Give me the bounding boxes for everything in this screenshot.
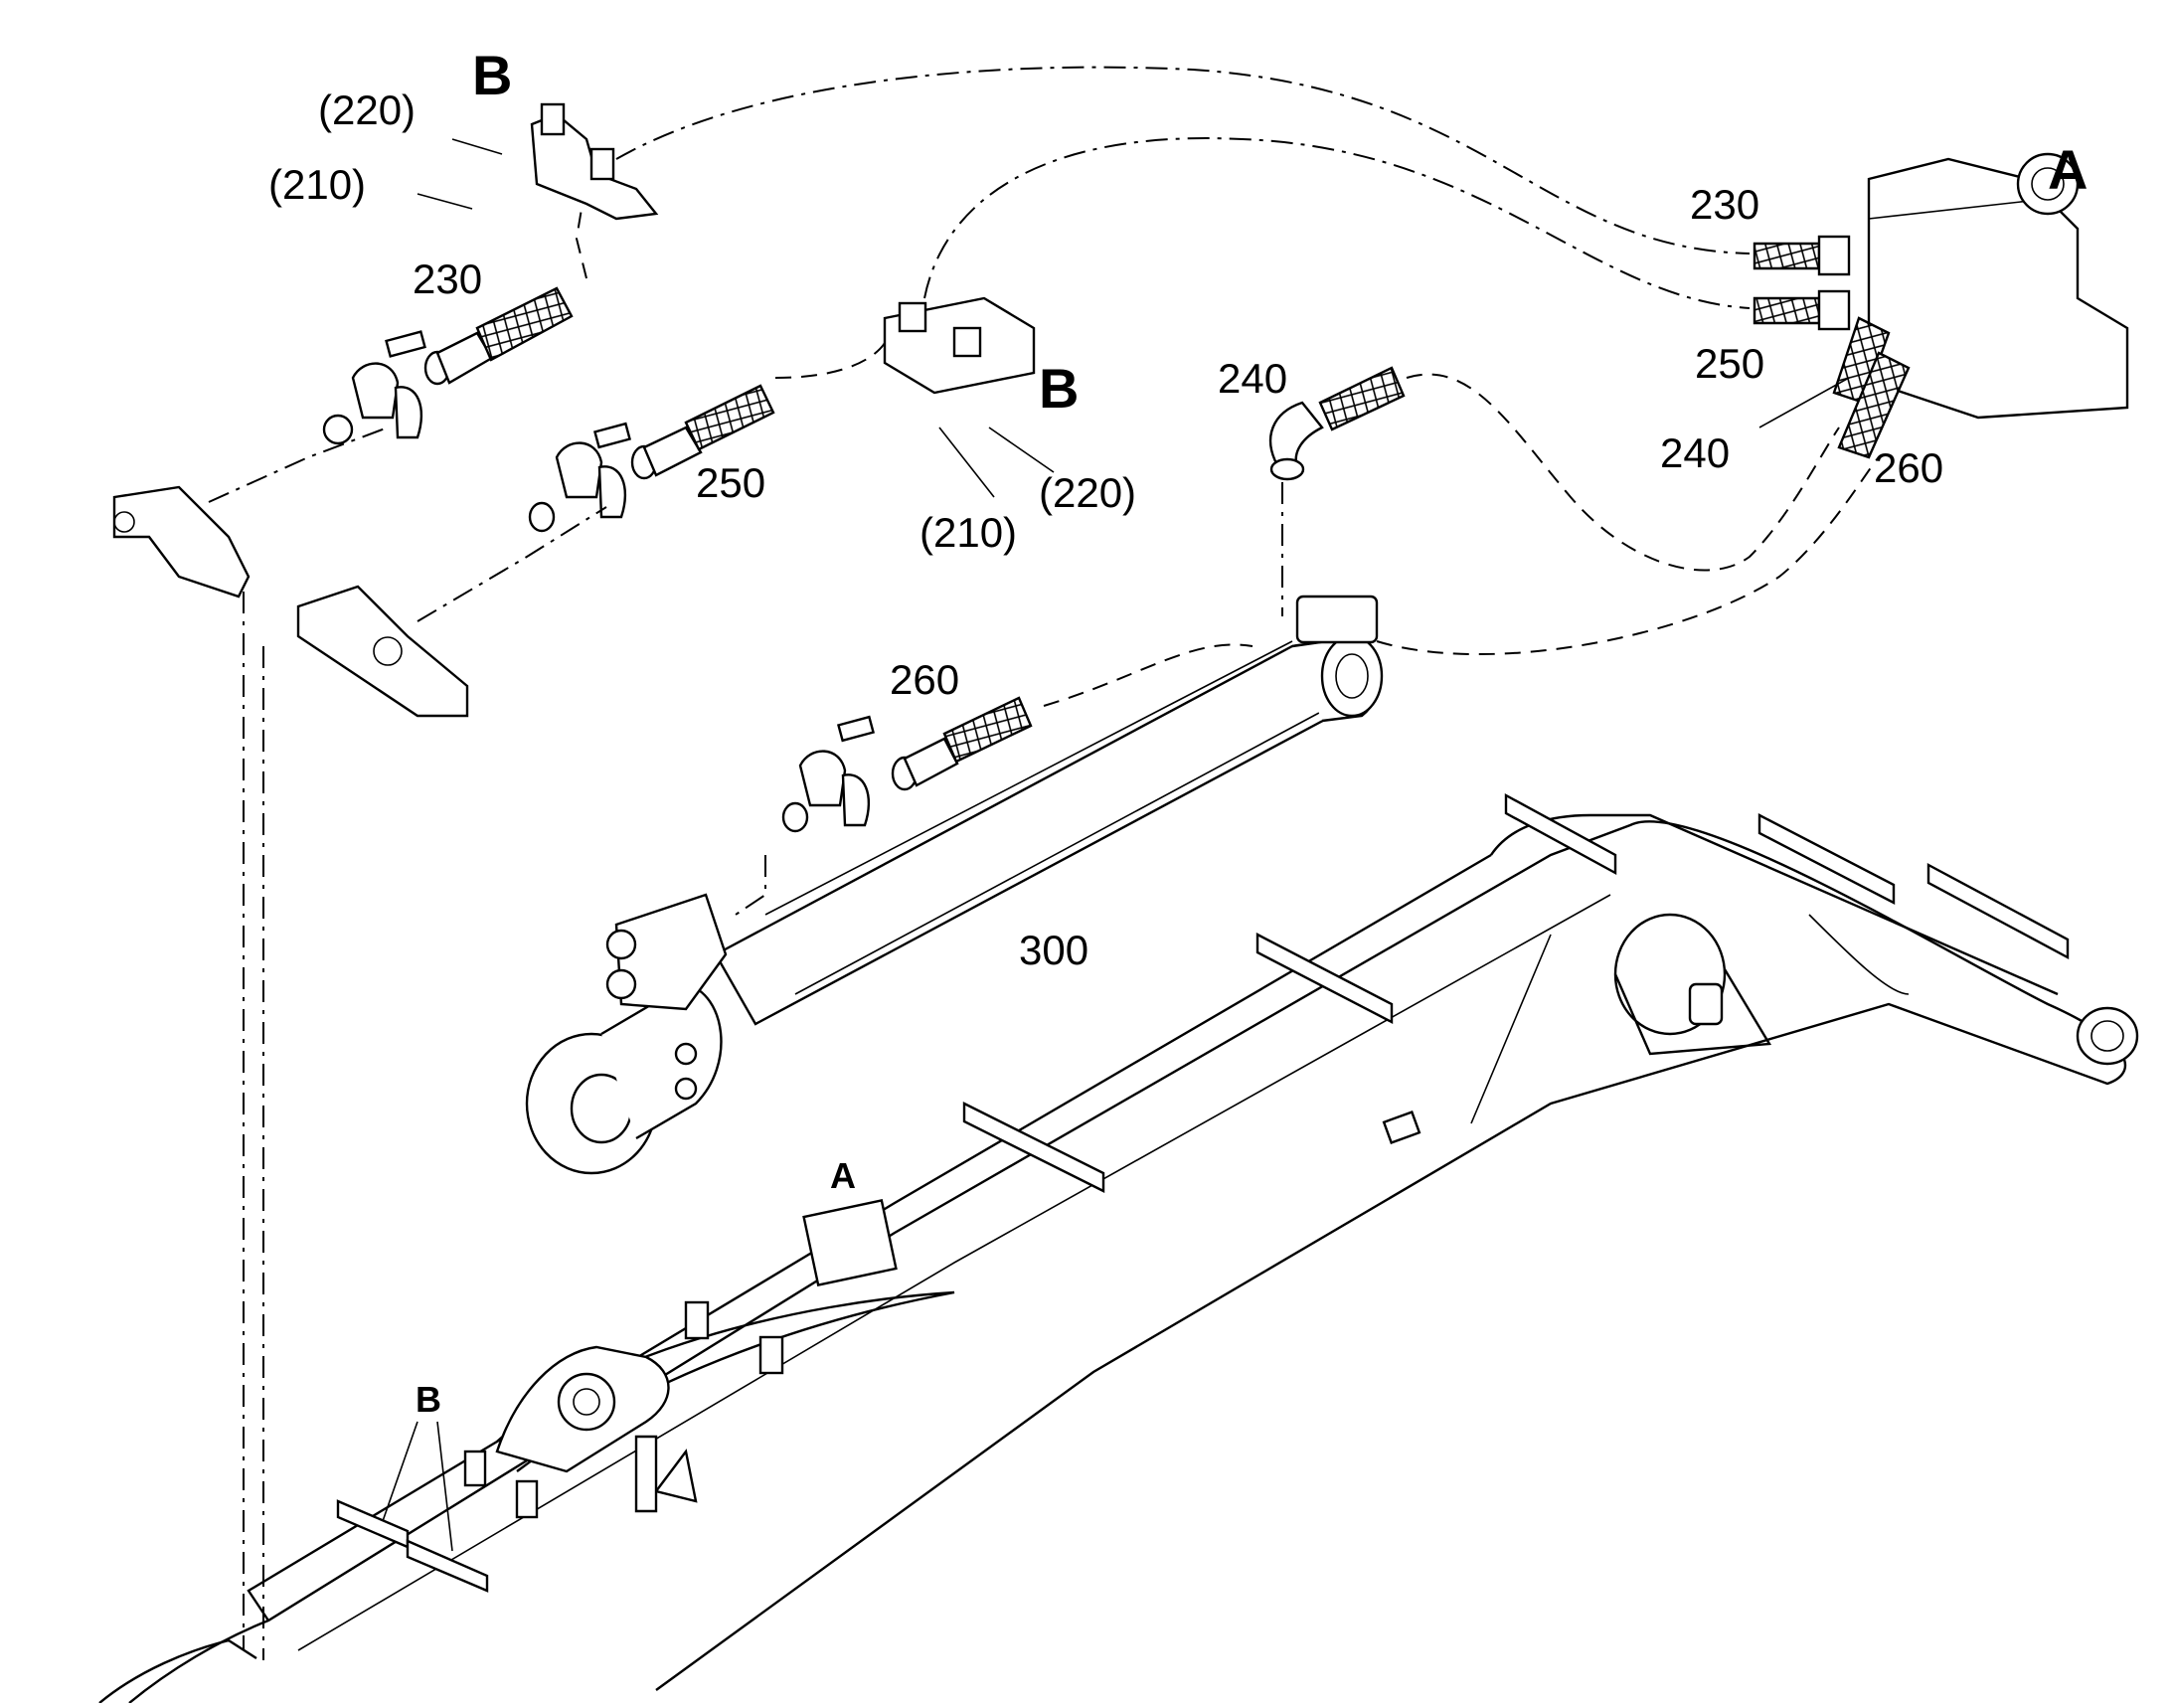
label-250-left: 250 — [696, 459, 765, 506]
block-a — [1753, 152, 2129, 459]
label-240-right: 240 — [1660, 429, 1730, 476]
label-250-right: 250 — [1695, 340, 1764, 387]
hose-240-center — [1268, 366, 1406, 481]
label-210-mid: (210) — [919, 509, 1017, 556]
boom-structure — [98, 792, 2139, 1704]
labels: (220) (210) B 230 250 B (220) (210) 240 … — [268, 44, 2088, 1420]
label-260-center: 260 — [890, 656, 959, 703]
label-b-mid: B — [1039, 357, 1079, 420]
label-b-top: B — [472, 44, 512, 106]
label-230-left: 230 — [413, 256, 482, 302]
label-240-center: 240 — [1218, 355, 1287, 402]
hose-250-left — [630, 384, 775, 480]
label-a-main: A — [2048, 138, 2088, 201]
hydraulic-cylinder — [525, 595, 1384, 1175]
label-a-boom: A — [830, 1155, 856, 1196]
label-260-right: 260 — [1874, 444, 1943, 491]
left-brackets — [112, 330, 875, 833]
label-230-right: 230 — [1690, 181, 1759, 228]
hose-fittings — [423, 286, 1406, 791]
label-b-boom: B — [416, 1379, 441, 1420]
label-210-top: (210) — [268, 161, 366, 208]
clamp-b-top — [530, 102, 659, 221]
label-300: 300 — [1019, 927, 1088, 973]
hose-260-center — [891, 696, 1033, 791]
label-220-mid: (220) — [1039, 469, 1136, 516]
hose-230-left — [423, 286, 574, 386]
leader-lines — [208, 66, 1880, 1660]
clamp-b-mid — [883, 296, 1036, 395]
label-220-top: (220) — [318, 86, 416, 133]
